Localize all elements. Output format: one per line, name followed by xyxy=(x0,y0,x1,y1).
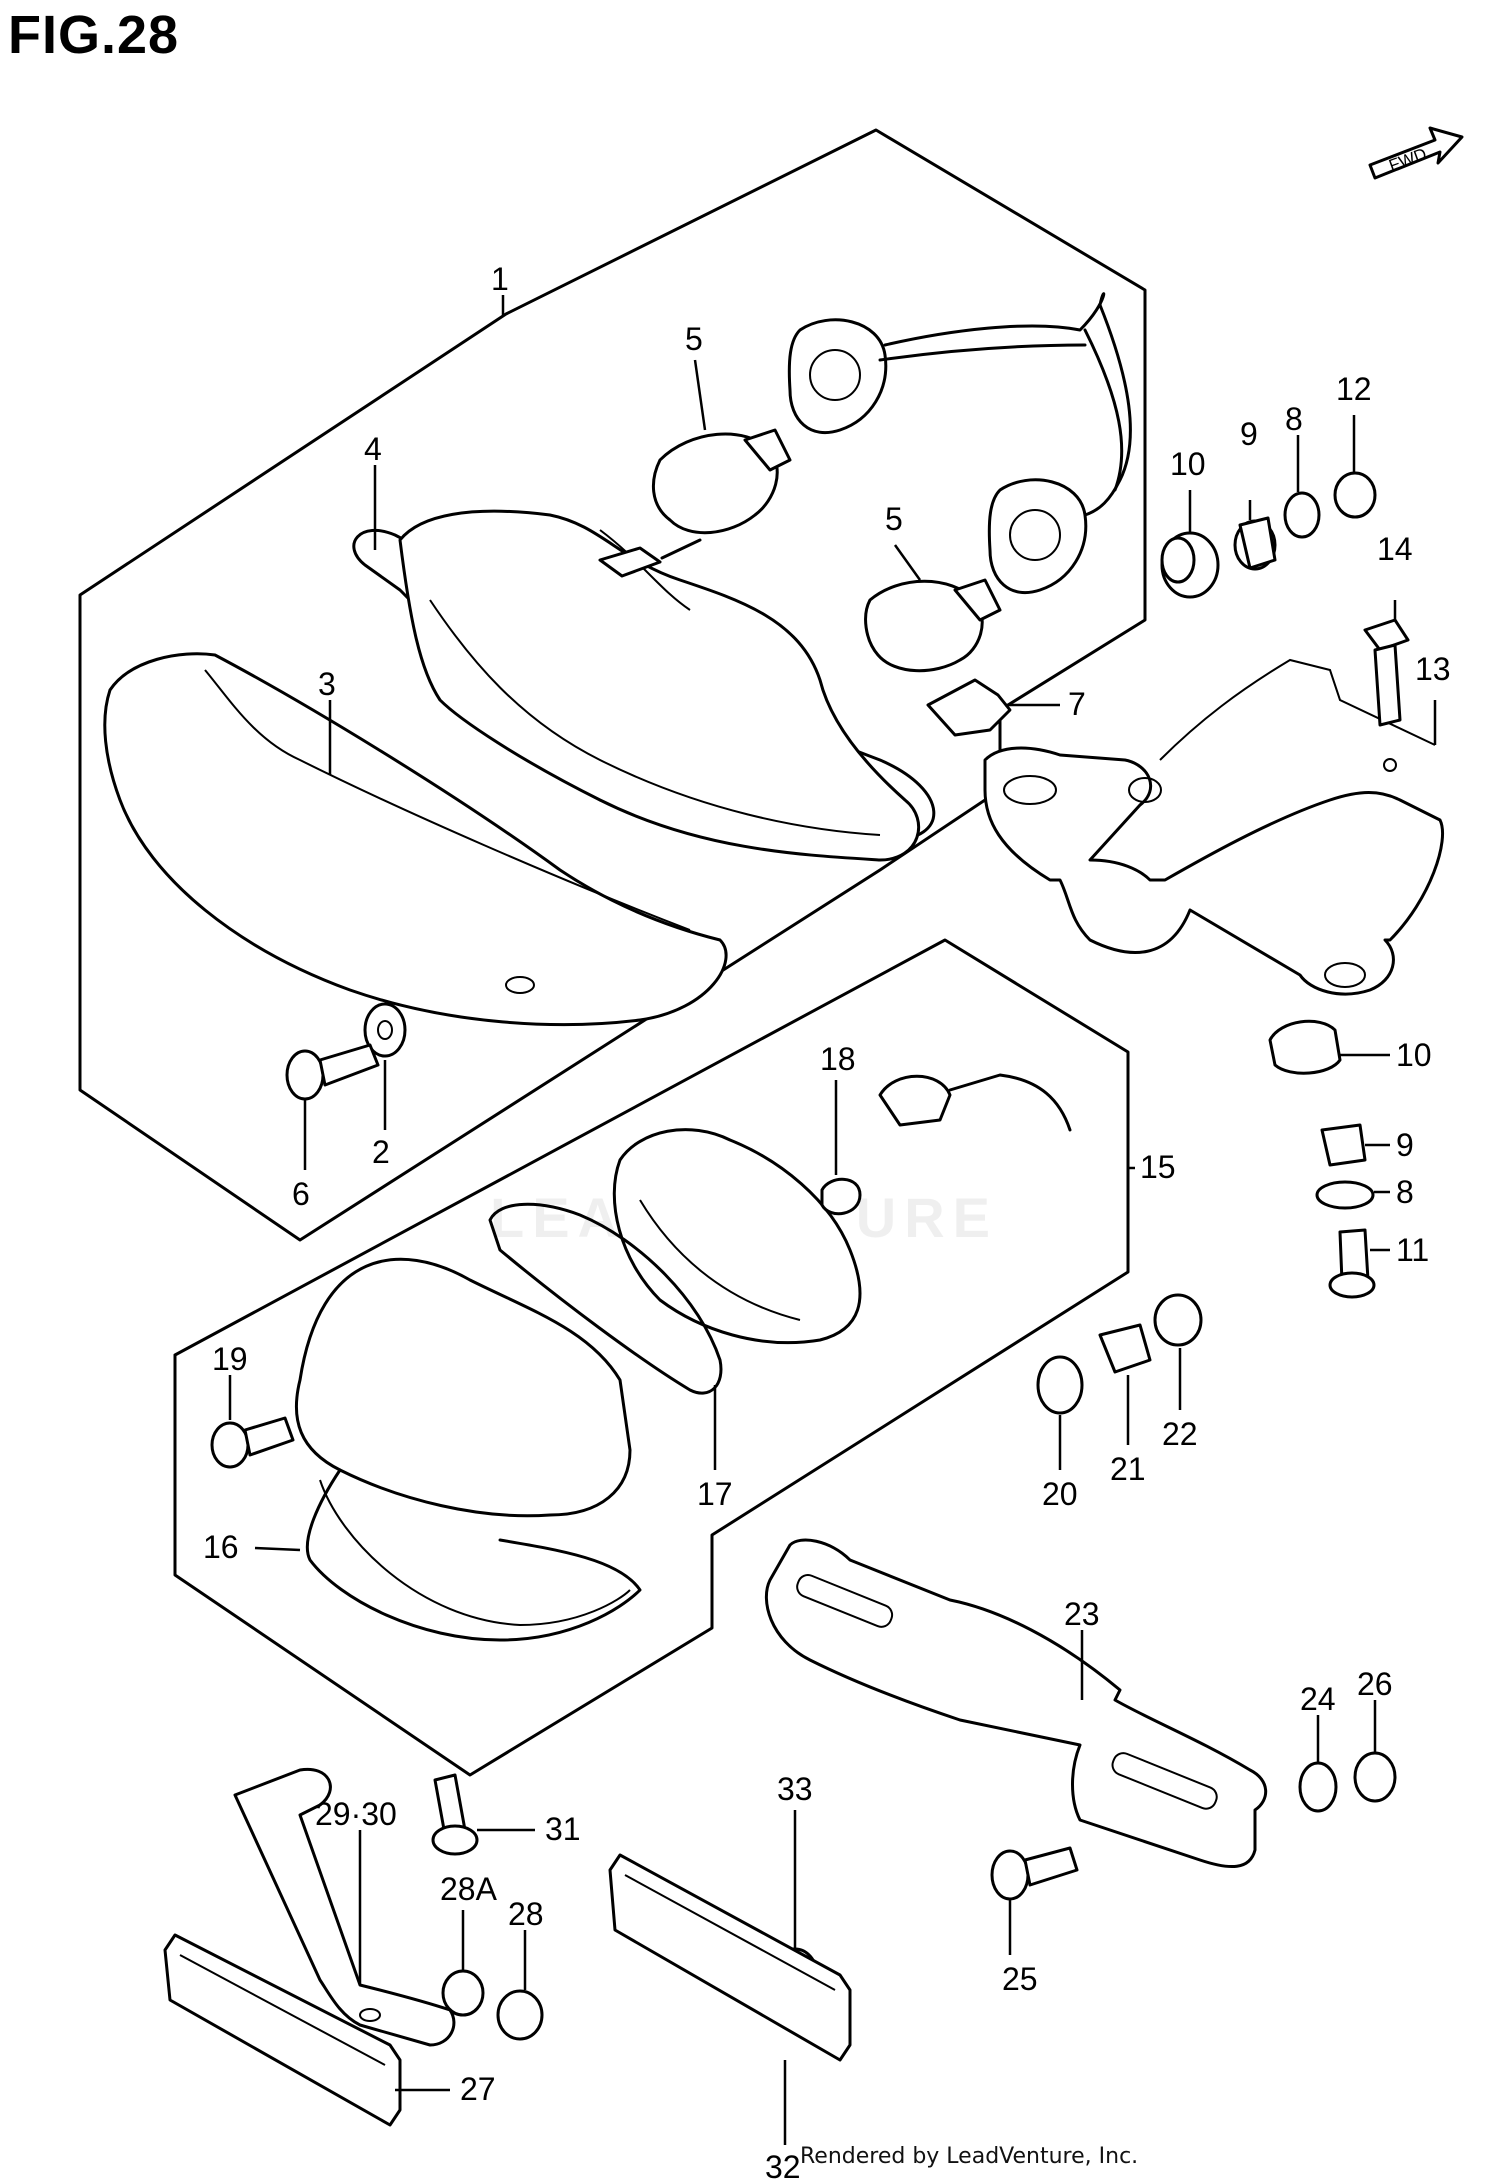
screw-part xyxy=(990,1846,1079,1901)
washer-part xyxy=(1315,1180,1375,1210)
nut-part xyxy=(496,1989,544,2041)
collar-part xyxy=(1233,516,1277,571)
callout-33: 33 xyxy=(777,1771,813,1807)
callout-4: 4 xyxy=(364,431,382,467)
license-plate-bracket-part xyxy=(764,1538,1268,1869)
screw-part xyxy=(285,1043,380,1101)
callout-23: 23 xyxy=(1064,1596,1100,1632)
callout-8: 8 xyxy=(1396,1174,1414,1210)
callout-5: 5 xyxy=(885,501,903,537)
callout-25: 25 xyxy=(1002,1961,1038,1997)
lens-part xyxy=(103,652,728,1027)
small-bulb-part xyxy=(820,1177,862,1216)
callout-10: 10 xyxy=(1170,446,1206,482)
callout-18: 18 xyxy=(820,1041,856,1077)
callout-12: 12 xyxy=(1336,371,1372,407)
callout-31: 31 xyxy=(545,1811,581,1847)
callout-24: 24 xyxy=(1300,1681,1336,1717)
screw-part xyxy=(210,1416,295,1469)
washer-part xyxy=(363,1002,407,1058)
washer-part xyxy=(1283,491,1321,539)
callout-3: 3 xyxy=(318,666,336,702)
nut-part xyxy=(441,1969,485,2017)
callout-5: 5 xyxy=(685,321,703,357)
lamp-gasket-part xyxy=(488,1202,723,1395)
grommet-part xyxy=(1160,531,1220,599)
footer-credit: Rendered by LeadVenture, Inc. xyxy=(800,2144,1139,2169)
callout-26: 26 xyxy=(1357,1666,1393,1702)
callout-17: 17 xyxy=(697,1476,733,1512)
callout-28a: 28A xyxy=(440,1871,498,1907)
callout-29-30: 29·30 xyxy=(315,1796,397,1832)
callout-13: 13 xyxy=(1415,651,1451,687)
callout-9: 9 xyxy=(1396,1127,1414,1163)
bracket-part xyxy=(983,658,1445,996)
callout-1: 1 xyxy=(491,261,509,297)
callout-27: 27 xyxy=(460,2071,496,2107)
washer-part xyxy=(1298,1761,1338,1813)
clip-part xyxy=(926,678,1012,737)
nut-part xyxy=(1153,1293,1203,1347)
callout-28: 28 xyxy=(508,1896,544,1932)
grommet-part xyxy=(1268,1019,1342,1075)
lamp-lens-part xyxy=(294,1257,642,1642)
bulb-part xyxy=(651,428,792,535)
socket-harness-part xyxy=(787,292,1132,595)
callout-15: 15 xyxy=(1140,1149,1176,1185)
callout-32: 32 xyxy=(765,2149,801,2184)
nut-part xyxy=(1333,471,1377,519)
callout-6: 6 xyxy=(292,1176,310,1212)
callout-14: 14 xyxy=(1377,531,1413,567)
reflector-bracket-part xyxy=(233,1767,456,2047)
callout-19: 19 xyxy=(212,1341,248,1377)
group-15-outline xyxy=(173,938,1130,1777)
collar-part xyxy=(1098,1323,1152,1374)
fwd-arrow-icon: FWD xyxy=(1368,126,1464,180)
reflector-part xyxy=(163,1933,402,2127)
bolt-part xyxy=(1328,1228,1376,1299)
figure-title: FIG.28 xyxy=(8,5,180,65)
callout-21: 21 xyxy=(1110,1451,1146,1487)
callout-20: 20 xyxy=(1042,1476,1078,1512)
callout-11: 11 xyxy=(1396,1232,1429,1268)
callout-2: 2 xyxy=(372,1134,390,1170)
callout-labels: 1 2 3 4 5 5 6 7 8 8 9 9 10 10 11 12 13 1… xyxy=(203,261,1451,2184)
bulb-part xyxy=(864,578,1002,673)
callout-10: 10 xyxy=(1396,1037,1432,1073)
washer-part xyxy=(1036,1355,1084,1415)
collar-part xyxy=(1320,1123,1367,1167)
callout-8: 8 xyxy=(1285,401,1303,437)
tail-lamp-housing-part xyxy=(398,509,921,862)
nut-part xyxy=(1353,1751,1397,1803)
callout-7: 7 xyxy=(1068,686,1086,722)
callout-22: 22 xyxy=(1162,1416,1198,1452)
leader-lines xyxy=(228,295,1437,2145)
bolt-part xyxy=(1363,618,1410,727)
fwd-label: FWD xyxy=(1386,144,1429,175)
callout-9: 9 xyxy=(1240,416,1258,452)
license-lamp-housing-part xyxy=(612,1073,1072,1345)
callout-16: 16 xyxy=(203,1529,239,1565)
reflector-part xyxy=(608,1853,852,2062)
bolt-part xyxy=(431,1773,479,1856)
